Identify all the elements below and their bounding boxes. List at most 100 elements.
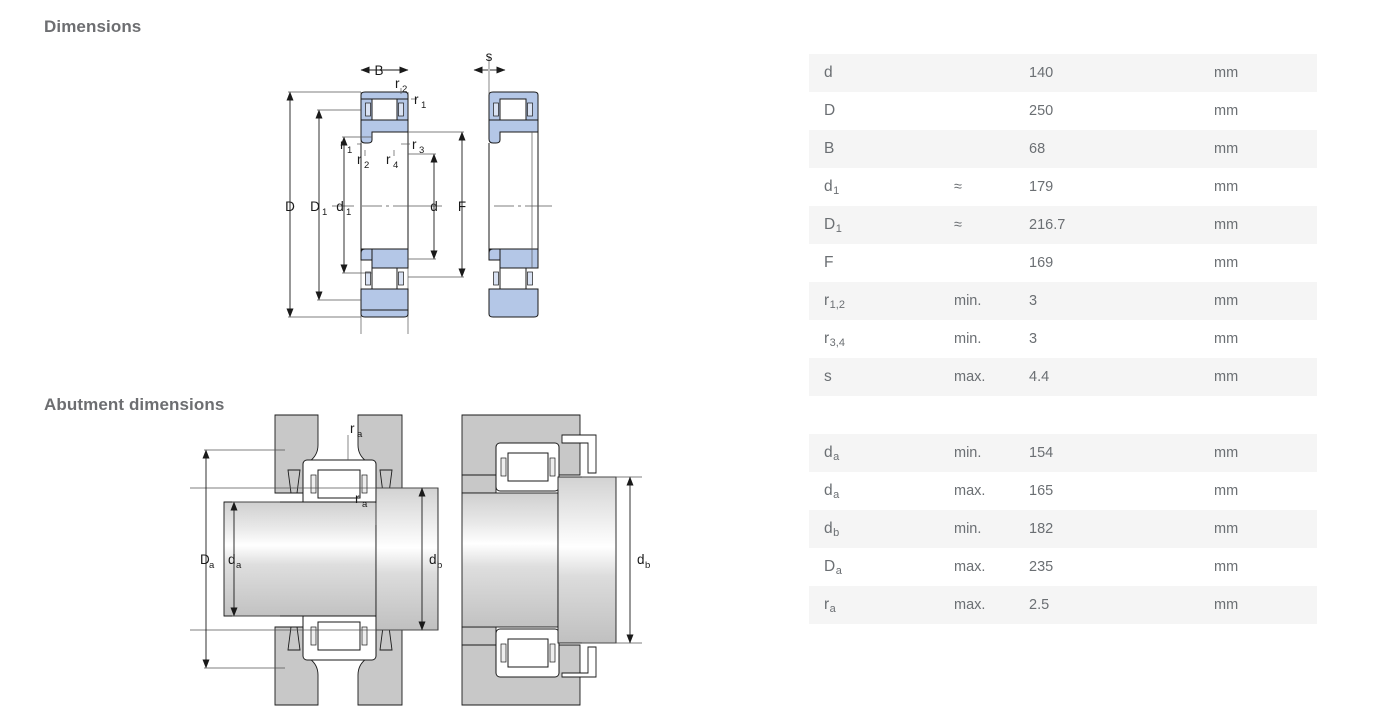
svg-text:b: b [645, 560, 650, 571]
dimension-qualifier-cell: max. [954, 358, 1029, 396]
abutment-value-cell: 182 [1029, 510, 1214, 548]
svg-text:D: D [200, 552, 210, 567]
svg-text:r: r [395, 76, 400, 91]
svg-text:r: r [412, 137, 417, 152]
abutment-qualifier-cell: max. [954, 472, 1029, 510]
dimension-value-cell: 216.7 [1029, 206, 1214, 244]
dimension-unit-cell: mm [1214, 244, 1317, 282]
shaft-right [461, 492, 559, 628]
svg-text:a: a [362, 499, 368, 510]
dimension-value-cell: 140 [1029, 54, 1214, 92]
dimension-symbol-cell: r1,2 [809, 282, 954, 320]
abutment-unit-cell: mm [1214, 548, 1317, 586]
abutment-unit-cell: mm [1214, 434, 1317, 472]
bearing-cross-section-drawing: B s D D 1 d 1 d F r 2 r 1 r 1 r 2 [262, 44, 592, 344]
svg-text:1: 1 [322, 207, 327, 218]
roller-top [371, 98, 398, 121]
roller-bottom [371, 267, 398, 290]
abutment-symbol-cell: da [809, 472, 954, 510]
label-ra-mid: r a [355, 491, 368, 510]
svg-text:1: 1 [421, 100, 426, 111]
dimension-symbol-cell: d1 [809, 168, 954, 206]
abutment-value-cell: 154 [1029, 434, 1214, 472]
label-r1-top: r 1 [414, 92, 426, 111]
abutment-unit-cell: mm [1214, 510, 1317, 548]
svg-text:b: b [437, 560, 442, 571]
dimension-symbol-cell: r3,4 [809, 320, 954, 358]
label-da: d a [228, 552, 242, 571]
label-r2-left: r 2 [357, 152, 369, 171]
dimension-symbol-cell: F [809, 244, 954, 282]
label-r3: r 3 [412, 137, 424, 156]
abutment-value-cell: 2.5 [1029, 586, 1214, 624]
abutment-dimension-labels: D a d a d b d b r a r a [200, 421, 650, 571]
bearing-side-view [488, 91, 552, 318]
label-D1: D 1 [310, 199, 327, 218]
dimension-unit-cell: mm [1214, 206, 1317, 244]
label-B: B [374, 63, 383, 78]
abutment-value-cell: 165 [1029, 472, 1214, 510]
dimension-unit-cell: mm [1214, 130, 1317, 168]
svg-text:a: a [236, 560, 242, 571]
abutment-right-view [461, 414, 642, 706]
svg-text:a: a [209, 560, 215, 571]
dimension-qualifier-cell: min. [954, 282, 1029, 320]
abutment-symbol-cell: ra [809, 586, 954, 624]
dimension-symbol-cell: d [809, 54, 954, 92]
label-F: F [458, 199, 466, 214]
dimension-value-cell: 3 [1029, 282, 1214, 320]
svg-text:3: 3 [419, 145, 424, 156]
label-r1-left: r 1 [340, 137, 352, 156]
shaft-shoulder-left [375, 487, 439, 631]
page-title-abutment-dimensions: Abutment dimensions [44, 395, 225, 414]
dimension-unit-cell: mm [1214, 54, 1317, 92]
dimension-symbol-cell: B [809, 130, 954, 168]
dimension-unit-cell: mm [1214, 92, 1317, 130]
dimension-qualifier-cell [954, 244, 1029, 282]
svg-text:1: 1 [347, 145, 352, 156]
dimension-unit-cell: mm [1214, 282, 1317, 320]
dimension-qualifier-cell [954, 130, 1029, 168]
dimension-symbol-cell: s [809, 358, 954, 396]
svg-text:r: r [350, 421, 355, 436]
dimension-labels: B s D D 1 d 1 d F r 2 r 1 r 1 r 2 [285, 49, 493, 218]
dimension-value-cell: 179 [1029, 168, 1214, 206]
label-d1: d 1 [336, 199, 351, 218]
svg-text:1: 1 [346, 207, 351, 218]
abutment-qualifier-cell: min. [954, 510, 1029, 548]
dimension-qualifier-cell [954, 54, 1029, 92]
label-Da: D a [200, 552, 215, 571]
dimension-symbol-cell: D [809, 92, 954, 130]
page-title-dimensions: Dimensions [44, 17, 142, 36]
svg-text:r: r [340, 137, 345, 152]
svg-text:r: r [386, 152, 391, 167]
shaft-left [223, 501, 377, 617]
bearing-inner-ring-top [360, 119, 409, 144]
label-db-left: d b [429, 552, 442, 571]
svg-text:4: 4 [393, 160, 398, 171]
svg-text:r: r [414, 92, 419, 107]
abutment-value-cell: 235 [1029, 548, 1214, 586]
abutment-qualifier-cell: max. [954, 586, 1029, 624]
abutment-symbol-cell: da [809, 434, 954, 472]
label-d: d [430, 199, 438, 214]
abutment-qualifier-cell: min. [954, 434, 1029, 472]
svg-text:r: r [357, 152, 362, 167]
abutment-unit-cell: mm [1214, 586, 1317, 624]
svg-text:d: d [336, 199, 344, 214]
dimension-qualifier-cell: ≈ [954, 206, 1029, 244]
abutment-unit-cell: mm [1214, 472, 1317, 510]
label-D: D [285, 199, 295, 214]
dimension-value-cell: 250 [1029, 92, 1214, 130]
dimension-unit-cell: mm [1214, 320, 1317, 358]
